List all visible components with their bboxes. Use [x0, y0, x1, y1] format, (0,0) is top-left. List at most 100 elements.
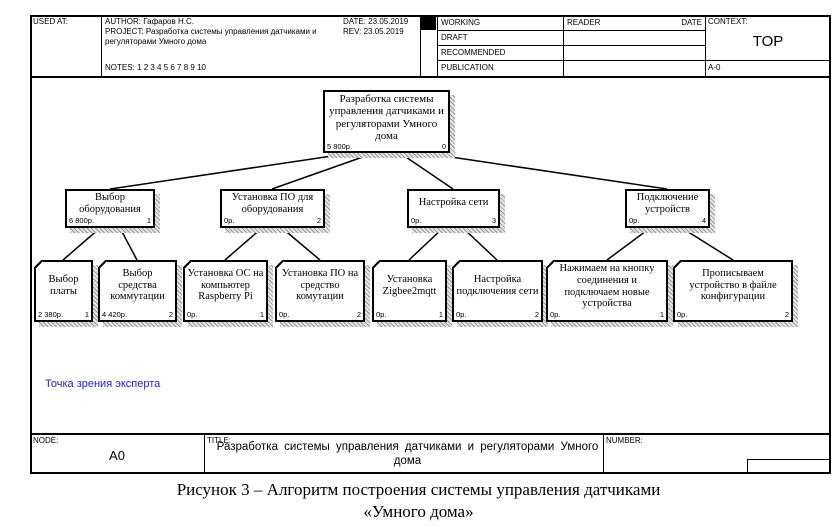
node-label: Установка ОС на компьютер Raspberry Pi — [187, 267, 264, 303]
node-label: Выбор оборудования — [79, 192, 141, 215]
node-label: Установка ПО на средство комутации — [281, 267, 359, 303]
node-footer: 4 420р. 2 — [100, 308, 175, 320]
node-cost: 0р. — [629, 216, 640, 225]
status-recommended: RECOMMENDED — [441, 48, 506, 57]
notes-value: 1 2 3 4 5 6 7 8 9 10 — [137, 63, 206, 72]
tree-node-leaf-2: Выбор средства коммутации 4 420р. 2 — [98, 260, 182, 327]
node-cost: 0р. — [376, 310, 387, 319]
header-col-line-4 — [563, 15, 564, 77]
number-label: NUMBER: — [606, 436, 643, 445]
diagram-frame — [30, 15, 831, 474]
node-number: 2 — [784, 310, 789, 319]
node-label: Настройка сети — [418, 197, 489, 209]
node-box: Нажимаем на кнопку соединения и подключа… — [546, 260, 668, 322]
tree-node-l2-1: Выбор оборудования 6 800р. 1 — [65, 189, 160, 233]
node-cost: 0р. — [187, 310, 198, 319]
status-row-line-1 — [437, 30, 705, 31]
tree-node-leaf-7: Нажимаем на кнопку соединения и подключа… — [546, 260, 673, 327]
figure-caption-line1: Рисунок 3 – Алгоритм построения системы … — [176, 480, 661, 499]
node-box: Выбор оборудования 6 800р. 1 — [65, 189, 155, 228]
node-cost: 0р. — [224, 216, 235, 225]
author-value: Гафаров Н.С. — [143, 17, 194, 26]
node-number: 1 — [84, 310, 89, 319]
node-number: 1 — [438, 310, 443, 319]
tree-node-l2-2: Установка ПО для оборудования 0р. 2 — [220, 189, 330, 233]
node-footer: 0р. 4 — [627, 216, 708, 227]
node-box: Установка ПО для оборудования 0р. 2 — [220, 189, 325, 228]
tree-node-root: Разработка системы управления датчиками … — [323, 90, 455, 158]
project-value: Разработка системы управления датчиками … — [105, 27, 317, 46]
node-number: 2 — [356, 310, 361, 319]
node-footer: 6 800р. 1 — [67, 216, 153, 227]
footer-col-line-1 — [204, 434, 205, 474]
node-id: A0 — [109, 448, 125, 463]
reader-label: READER — [567, 18, 601, 27]
node-cost: 0р. — [550, 310, 561, 319]
footer-divider — [30, 433, 831, 435]
node-box: Разработка системы управления датчиками … — [323, 90, 450, 153]
node-box: Установка ПО на средство комутации 0р. 2 — [275, 260, 365, 322]
node-cost: 0р. — [279, 310, 290, 319]
node-cost: 2 380р. — [38, 310, 64, 319]
node-number: 2 — [168, 310, 173, 319]
node-box: Настройка сети 0р. 3 — [407, 189, 500, 228]
node-cost: 6 800р. — [69, 216, 95, 225]
status-working: WORKING — [441, 18, 481, 27]
date-row: DATE: 23.05.2019 — [343, 17, 408, 27]
number-box-left-line — [747, 459, 748, 474]
node-label: Выбор средства коммутации — [110, 267, 165, 303]
tree-node-leaf-3: Установка ОС на компьютер Raspberry Pi 0… — [183, 260, 273, 327]
tree-node-leaf-6: Настройка подключения сети 0р. 2 — [452, 260, 548, 327]
header-col-line-5 — [705, 15, 706, 77]
footer-title: Разработка системы управления датчиками … — [216, 441, 599, 467]
node-label: Прописываем устройство в файле конфигура… — [689, 267, 777, 303]
node-number: 4 — [701, 216, 706, 225]
node-box: Установка Zigbee2mqtt 0р. 1 — [372, 260, 447, 322]
rev-label: REV: — [343, 27, 362, 36]
node-number: 2 — [534, 310, 539, 319]
node-footer: 0р. 1 — [548, 310, 666, 320]
status-row-line-2 — [437, 45, 705, 46]
status-draft: DRAFT — [441, 33, 468, 42]
notes-row: NOTES: 1 2 3 4 5 6 7 8 9 10 — [105, 63, 206, 73]
node-cost: 0р. — [677, 310, 688, 319]
node-footer: 0р. 1 — [374, 308, 445, 320]
tree-node-l2-4: Подключение устройств 0р. 4 — [625, 189, 715, 233]
status-publication: PUBLICATION — [441, 63, 494, 72]
project-label: PROJECT: — [105, 27, 144, 36]
node-footer: 5 800р. 0 — [325, 142, 448, 152]
node-footer: 0р. 2 — [222, 216, 323, 227]
tree-node-leaf-5: Установка Zigbee2mqtt 0р. 1 — [372, 260, 452, 327]
reader-date-label: DATE — [681, 18, 702, 27]
used-at-label: USED AT: — [33, 17, 68, 26]
tree-node-leaf-4: Установка ПО на средство комутации 0р. 2 — [275, 260, 370, 327]
header-col-line-2 — [420, 15, 421, 77]
node-footer: 0р. 3 — [409, 214, 498, 226]
node-label: Подключение устройств — [636, 192, 699, 215]
footer-col-line-2 — [603, 434, 604, 474]
date-value: 23.05.2019 — [368, 17, 409, 26]
context-label: CONTEXT: — [708, 17, 748, 26]
node-number: 3 — [491, 216, 496, 225]
node-footer: 0р. 2 — [675, 308, 791, 320]
header-col-line-3 — [437, 15, 438, 77]
node-footer: 0р. 2 — [277, 308, 363, 320]
node-footer: 0р. 2 — [454, 308, 541, 320]
tree-node-l2-3: Настройка сети 0р. 3 — [407, 189, 505, 233]
node-footer: 0р. 1 — [185, 308, 266, 320]
notes-label: NOTES: — [105, 63, 135, 72]
rev-row: REV: 23.05.2019 — [343, 27, 404, 37]
author-row: AUTHOR: Гафаров Н.С. — [105, 17, 194, 27]
context-node: A-0 — [708, 63, 721, 72]
expert-note: Точка зрения эксперта — [45, 378, 161, 390]
node-label: Установка Zigbee2mqtt — [382, 273, 437, 297]
node-number: 1 — [146, 216, 151, 225]
node-number: 2 — [316, 216, 321, 225]
node-box: Прописываем устройство в файле конфигура… — [673, 260, 793, 322]
author-label: AUTHOR: — [105, 17, 141, 26]
node-number: 0 — [441, 142, 446, 152]
node-cost: 4 420р. — [102, 310, 128, 319]
node-cost: 0р. — [456, 310, 467, 319]
node-box: Выбор платы 2 380р. 1 — [34, 260, 93, 322]
